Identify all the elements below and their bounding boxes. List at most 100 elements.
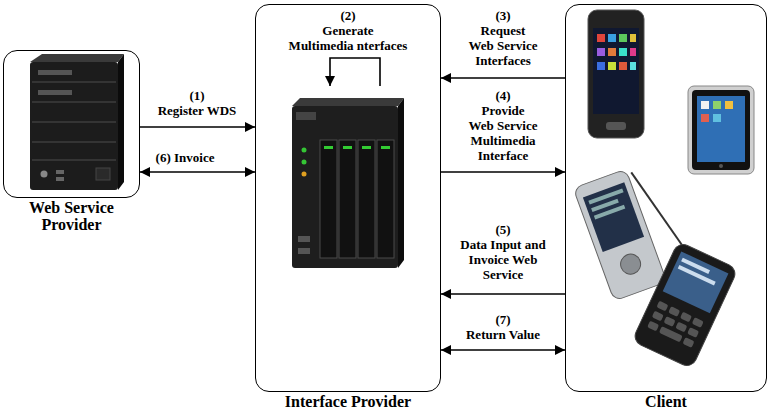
tablet-illustration-part: [713, 101, 721, 109]
smartphone-illustration-part: [652, 311, 664, 322]
box-heading: Web Service Provider: [29, 199, 114, 233]
tablet-illustration-part: [688, 86, 754, 174]
region-box: Web Service Provider: [3, 50, 140, 198]
box-heading: Client: [645, 393, 687, 410]
phone-illustration-part: [593, 28, 639, 114]
tablet-illustration-part: [692, 90, 750, 170]
tablet-illustration: [688, 86, 754, 174]
tablet-illustration-part: [719, 164, 723, 168]
step-label: (6) Invoice: [154, 150, 217, 165]
phone-illustration-part: [619, 34, 627, 42]
server-illustration-part: [32, 101, 116, 103]
flow-arrow: [441, 77, 565, 79]
phone-illustration-part: [619, 62, 627, 70]
smartphone-illustration-part: [675, 322, 687, 333]
flow-arrow: [140, 171, 255, 173]
smartphone-illustration-part: [680, 312, 692, 323]
step-label: (2) Generate Multimedia nterfaces: [287, 8, 410, 53]
smartphone-illustration-part: [632, 241, 738, 369]
server-illustration-part: [32, 81, 116, 83]
phone-illustration-part: [608, 34, 616, 42]
flow-arrow: [140, 126, 255, 128]
tablet-illustration-part: [701, 101, 709, 109]
nas-illustration-part: [362, 146, 371, 149]
server-illustration-part: [118, 54, 124, 190]
flow-arrow: [441, 293, 565, 295]
region-box: Interface Provider: [255, 4, 441, 392]
nas-illustration-part: [296, 112, 316, 120]
phone-illustration-part: [606, 122, 626, 130]
server-illustration-part: [30, 62, 118, 190]
server-illustration-part: [56, 170, 64, 174]
nas-illustration-part: [302, 172, 307, 177]
smartphone-illustration-part: [682, 337, 694, 348]
phone-illustration: [588, 10, 644, 138]
phone-illustration-part: [597, 48, 605, 56]
phone-illustration-part: [597, 62, 605, 70]
nas-illustration-part: [298, 236, 310, 242]
nas-illustration-part: [302, 160, 307, 165]
smartphone-illustration-part: [692, 317, 704, 328]
step-label: (1) Register WDS: [156, 88, 239, 118]
nas-illustration-part: [343, 146, 352, 149]
smartphone-illustration-part: [678, 265, 716, 286]
smartphone-illustration-part: [647, 321, 659, 332]
smartphone-illustration-part: [687, 327, 699, 338]
phone-illustration-part: [630, 48, 636, 56]
server-illustration-part: [38, 90, 72, 95]
smartphone-illustration-part: [656, 301, 668, 312]
flow-arrow: [330, 58, 380, 86]
phone-illustration-part: [608, 62, 616, 70]
box-heading: Interface Provider: [285, 393, 411, 410]
nas-illustration-part: [339, 140, 356, 258]
step-label: (3) Request Web Service Interfaces: [467, 8, 540, 68]
pda-illustration-part: [594, 205, 625, 220]
phone-illustration-part: [619, 48, 627, 56]
nas-illustration-part: [292, 106, 398, 268]
server-illustration-part: [32, 159, 116, 161]
smartphone-illustration-part: [659, 326, 683, 342]
nas-illustration-part: [320, 140, 337, 258]
server-illustration-part: [30, 54, 124, 62]
server-illustration-part: [56, 177, 64, 181]
flow-arrow: [441, 171, 565, 173]
nas-illustration-part: [381, 146, 390, 149]
phone-illustration-part: [597, 34, 605, 42]
tablet-illustration-part: [725, 101, 733, 109]
phone-illustration-part: [608, 48, 616, 56]
tablet-illustration-part: [697, 96, 745, 162]
pda-illustration-part: [631, 164, 684, 257]
nas-illustration-part: [358, 140, 375, 258]
nas-illustration-part: [377, 140, 394, 258]
pda-illustration-part: [583, 182, 644, 252]
smartphone-illustration-part: [668, 306, 680, 317]
nas-illustration-part: [292, 98, 404, 106]
tablet-illustration-part: [713, 114, 721, 122]
flow-arrow: [441, 349, 565, 351]
step-label: (4) Provide Web Service Multimedia Inter…: [467, 88, 540, 163]
region-box: Client: [565, 4, 767, 392]
server-illustration-part: [38, 70, 72, 75]
nas-illustration-part: [298, 248, 310, 254]
server-illustration-part: [32, 141, 116, 143]
phone-illustration-part: [630, 62, 636, 70]
server-illustration-part: [32, 121, 116, 123]
nas-illustration: [292, 98, 404, 268]
nas-illustration-part: [302, 148, 307, 153]
pda-illustration-part: [618, 251, 644, 277]
server-illustration-part: [41, 171, 48, 178]
tablet-illustration-part: [701, 114, 709, 122]
nas-illustration-part: [324, 146, 333, 149]
smartphone-illustration-part: [663, 251, 729, 313]
step-label: (5) Data Input and Invoice Web Service: [458, 222, 547, 282]
pda-illustration-part: [573, 169, 667, 301]
server-illustration-part: [96, 168, 110, 180]
smartphone-illustration: [632, 241, 738, 369]
phone-illustration-part: [630, 34, 636, 42]
smartphone-illustration-part: [664, 316, 676, 327]
server-illustration: [30, 54, 124, 190]
phone-illustration-part: [588, 10, 644, 138]
